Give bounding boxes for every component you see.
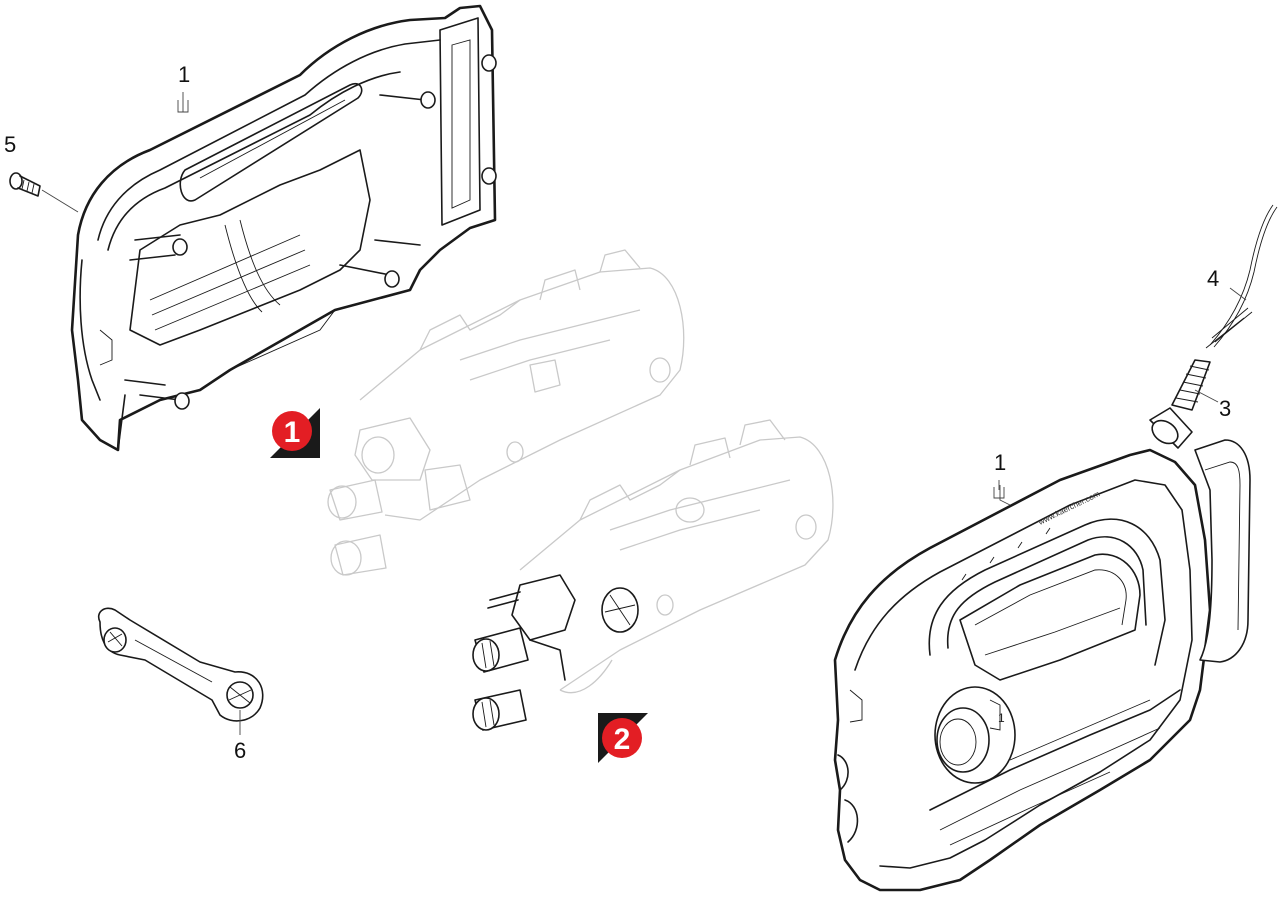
variant-marker-1: 1 bbox=[270, 408, 320, 458]
variant-marker-1-label: 1 bbox=[284, 416, 301, 449]
screw-part[interactable] bbox=[9, 172, 41, 197]
pump-assembly-variant-a bbox=[327, 249, 685, 576]
front-housing-part[interactable] bbox=[833, 439, 1251, 892]
callout-front-housing-bracket bbox=[993, 480, 1005, 499]
variant-marker-2-circle bbox=[602, 718, 642, 758]
variant-marker-2: 2 bbox=[598, 713, 648, 763]
callout-grommet: 3 bbox=[1219, 396, 1231, 421]
variant-marker-2-label: 2 bbox=[614, 723, 631, 756]
callout-wrench: 6 bbox=[234, 738, 246, 763]
variant-marker-1-circle bbox=[272, 411, 312, 451]
callout-rear-housing: 1 bbox=[178, 62, 190, 87]
pump-valve-detail bbox=[472, 574, 639, 731]
front-housing-dial-label: 1 bbox=[998, 711, 1005, 725]
callout-front-housing: 1 bbox=[994, 450, 1006, 475]
callout-screw: 5 bbox=[4, 132, 16, 157]
grommet-part[interactable] bbox=[1148, 359, 1219, 449]
wrench-part[interactable] bbox=[97, 607, 264, 735]
cable-part[interactable] bbox=[1205, 204, 1278, 349]
callout-cable: 4 bbox=[1207, 266, 1219, 291]
rear-housing-part[interactable] bbox=[41, 4, 497, 452]
pump-assembly-variant-b bbox=[519, 419, 834, 694]
callout-rear-housing-bracket bbox=[177, 92, 189, 113]
